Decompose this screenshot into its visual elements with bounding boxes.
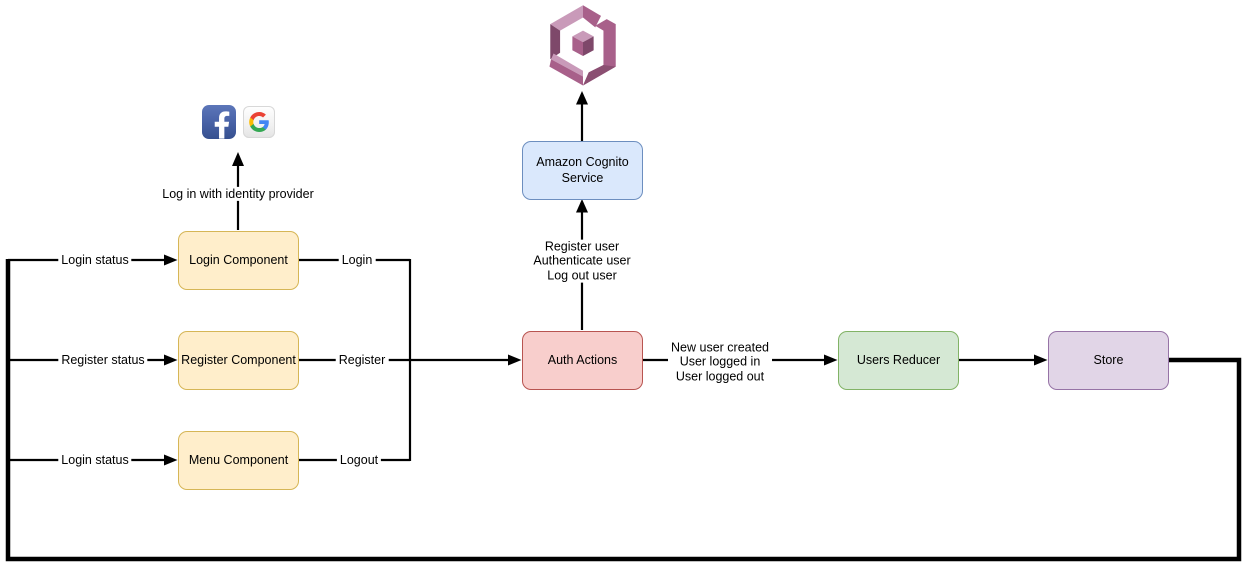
node-label: Amazon Cognito Service [536,154,629,185]
google-g-glyph [249,112,269,132]
node-users-reducer: Users Reducer [838,331,959,390]
edge-label-login-status-top: Login status [58,252,132,268]
edge-label-register-status: Register status [58,352,148,368]
node-label: Store [1093,352,1124,367]
edge-label-login: Login [338,252,376,268]
node-label: Menu Component [188,452,289,467]
node-menu-component: Menu Component [178,431,299,490]
node-label: Users Reducer [856,352,941,367]
edge-label-logout: Logout [336,452,382,468]
google-icon [243,106,275,138]
node-auth-actions: Auth Actions [522,331,643,390]
node-store: Store [1048,331,1169,390]
edge-label-auth-to-reducer: New user created User logged in User log… [668,340,772,384]
feedback-loop-wire [5,259,1242,562]
edge-label-register: Register [335,352,389,368]
arrowheads [164,91,1048,466]
facebook-icon [202,105,236,139]
edge-label-auth-to-cognito: Register user Authenticate user Log out … [530,239,634,283]
node-cognito-service: Amazon Cognito Service [522,141,643,200]
node-register-component: Register Component [178,331,299,390]
node-label: Login Component [189,252,288,267]
facebook-f-glyph [214,111,230,139]
node-login-component: Login Component [178,231,299,290]
node-label: Register Component [181,352,296,367]
edge-label-login-status-bottom: Login status [58,452,132,468]
node-label: Auth Actions [547,352,618,367]
aws-cognito-logo [549,5,616,86]
edge-label-identity-provider: Log in with identity provider [159,186,317,202]
